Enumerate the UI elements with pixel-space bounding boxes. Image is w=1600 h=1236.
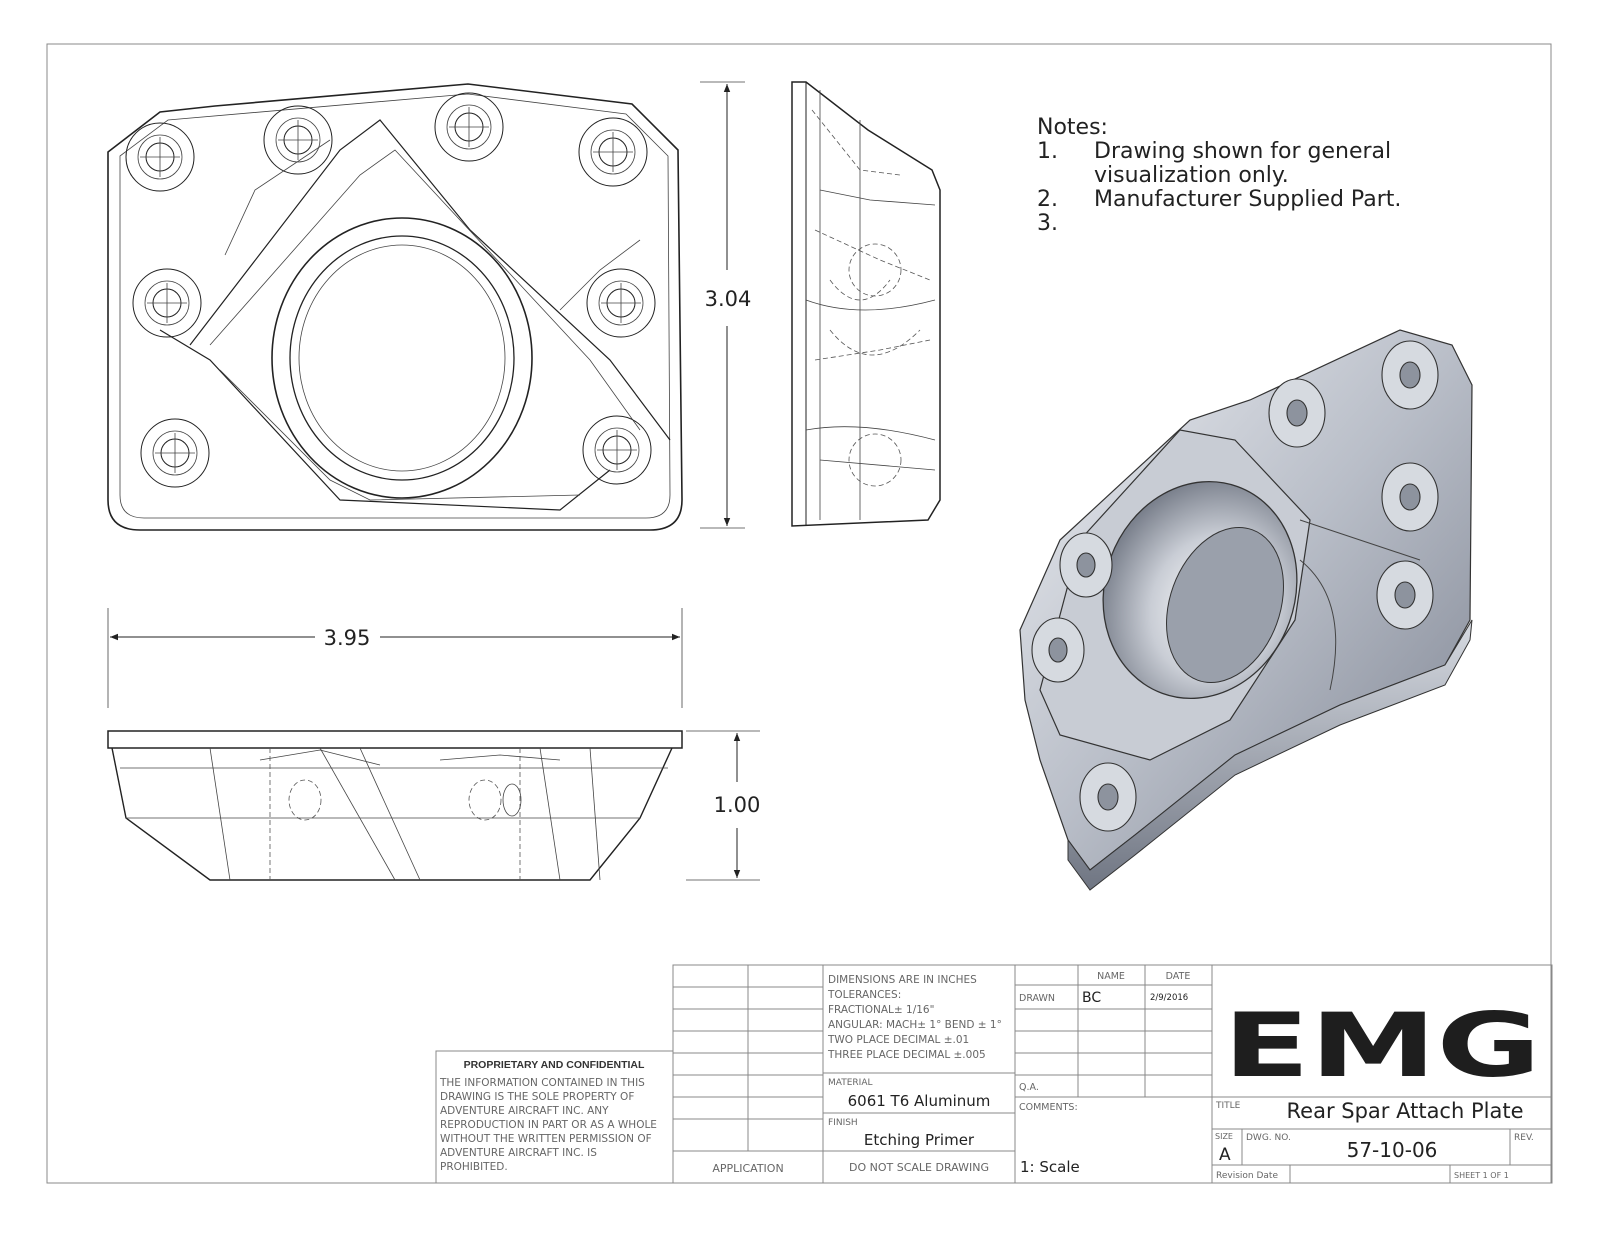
name-header: NAME (1097, 971, 1125, 982)
width-dimension: 3.95 (107, 608, 683, 708)
drawn-label: DRAWN (1019, 993, 1055, 1004)
sheet-number: SHEET 1 OF 1 (1454, 1171, 1509, 1180)
proprietary-line-3: ADVENTURE AIRCRAFT INC. ANY (440, 1105, 609, 1117)
application-label: APPLICATION (712, 1162, 783, 1175)
front-view (107, 730, 683, 881)
top-view (107, 83, 683, 531)
note-1-line-2: visualization only. (1094, 163, 1289, 188)
notes-title: Notes: (1037, 115, 1108, 140)
height-dimension-value: 3.04 (705, 287, 752, 311)
qa-label: Q.A. (1019, 1082, 1039, 1093)
title-block: PROPRIETARY AND CONFIDENTIAL THE INFORMA… (435, 964, 1553, 1184)
isometric-view (1019, 329, 1473, 891)
size-value: A (1219, 1145, 1231, 1165)
tolerance-line-1: DIMENSIONS ARE IN INCHES (828, 974, 977, 986)
proprietary-line-2: DRAWING IS THE SOLE PROPERTY OF (440, 1091, 634, 1103)
height-dimension: 3.04 (700, 81, 752, 529)
comments-label: COMMENTS: (1019, 1102, 1078, 1113)
proprietary-line-5: WITHOUT THE WRITTEN PERMISSION OF (440, 1133, 652, 1145)
rev-label: REV. (1514, 1133, 1534, 1143)
do-not-scale-label: DO NOT SCALE DRAWING (849, 1161, 989, 1174)
note-1-line-1: Drawing shown for general (1094, 139, 1391, 164)
title-label: TITLE (1215, 1101, 1241, 1111)
proprietary-line-6: ADVENTURE AIRCRAFT INC. IS (440, 1147, 597, 1159)
depth-dimension-value: 1.00 (714, 793, 761, 817)
note-2-line-1: Manufacturer Supplied Part. (1094, 187, 1401, 212)
company-logo: EMG (1223, 994, 1541, 1097)
proprietary-line-1: THE INFORMATION CONTAINED IN THIS (439, 1077, 645, 1089)
tolerance-line-2: TOLERANCES: (827, 989, 901, 1001)
dwg-no-label: DWG. NO. (1246, 1133, 1291, 1143)
proprietary-line-7: PROHIBITED. (440, 1161, 508, 1173)
note-3-number: 3. (1037, 211, 1058, 236)
note-2-number: 2. (1037, 187, 1058, 212)
proprietary-title: PROPRIETARY AND CONFIDENTIAL (464, 1059, 645, 1071)
tolerance-line-4: ANGULAR: MACH± 1° BEND ± 1° (828, 1019, 1002, 1031)
material-value: 6061 T6 Aluminum (848, 1092, 991, 1110)
tolerance-line-5: TWO PLACE DECIMAL ±.01 (827, 1034, 969, 1046)
size-label: SIZE (1215, 1132, 1233, 1141)
note-1-number: 1. (1037, 139, 1058, 164)
notes: Notes: 1. Drawing shown for general visu… (1037, 115, 1401, 236)
width-dimension-value: 3.95 (324, 626, 371, 650)
drawn-name: BC (1082, 990, 1101, 1006)
drawn-date: 2/9/2016 (1150, 993, 1188, 1003)
date-header: DATE (1166, 971, 1191, 982)
depth-dimension: 1.00 (686, 730, 761, 881)
drawing-title: Rear Spar Attach Plate (1287, 1099, 1524, 1123)
tolerance-line-6: THREE PLACE DECIMAL ±.005 (827, 1049, 986, 1061)
material-label: MATERIAL (828, 1078, 873, 1088)
scale-value: 1: Scale (1020, 1158, 1080, 1176)
tolerance-line-3: FRACTIONAL± 1/16" (828, 1004, 934, 1016)
side-view (791, 81, 941, 527)
revision-date-label: Revision Date (1216, 1171, 1278, 1181)
finish-label: FINISH (828, 1118, 858, 1128)
dwg-no-value: 57-10-06 (1347, 1138, 1438, 1162)
finish-value: Etching Primer (864, 1131, 975, 1149)
proprietary-line-4: REPRODUCTION IN PART OR AS A WHOLE (440, 1119, 657, 1131)
